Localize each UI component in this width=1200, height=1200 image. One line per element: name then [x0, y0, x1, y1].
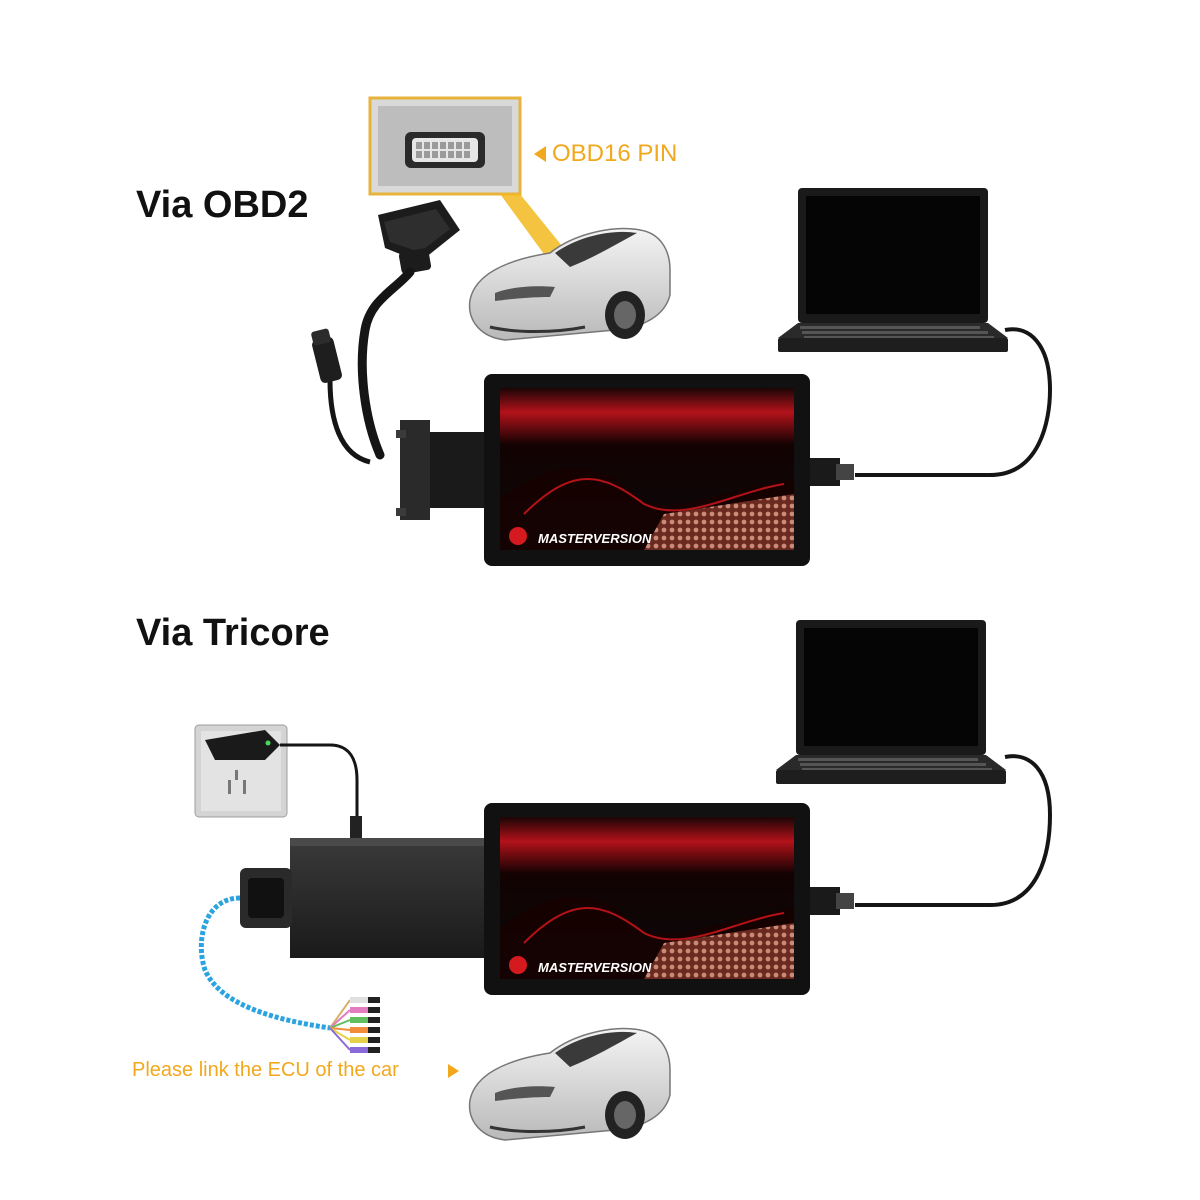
tricore-cable: [198, 895, 331, 1031]
ecu-probe-icon: [329, 997, 380, 1053]
callout-arrow-left-icon: [534, 146, 546, 162]
obd-pin-photo: [368, 96, 522, 196]
power-lead-cable: [327, 379, 371, 465]
laptop-icon: [776, 620, 1006, 784]
power-cable: [280, 743, 359, 830]
callout-pointer: [500, 194, 575, 265]
laptop-icon: [778, 188, 1008, 352]
section-title-obd2: Via OBD2: [136, 184, 309, 226]
device-brand-label: MASTERVERSION: [538, 531, 652, 546]
device-brand-label: MASTERVERSION: [538, 960, 652, 975]
usb-cable: [855, 754, 1053, 907]
obd-cable: [357, 267, 415, 460]
usb-cable: [855, 327, 1053, 477]
db-connector-icon: [396, 420, 485, 520]
power-jack-icon: [311, 328, 342, 383]
masterversion-device: [484, 374, 854, 566]
tricore-box-icon: [290, 816, 491, 958]
callout-arrow-right-icon: [448, 1064, 459, 1078]
obd-connector-icon: [378, 200, 460, 274]
ecu-connector-icon: [240, 868, 292, 928]
ecu-link-callout: Please link the ECU of the car: [132, 1059, 399, 1081]
section-title-tricore: Via Tricore: [136, 612, 330, 654]
car-icon: [468, 227, 671, 341]
obd-pin-callout: OBD16 PIN: [552, 140, 678, 167]
car-icon: [468, 1027, 671, 1141]
masterversion-device: [484, 803, 854, 995]
power-adapter-icon: [205, 730, 280, 760]
